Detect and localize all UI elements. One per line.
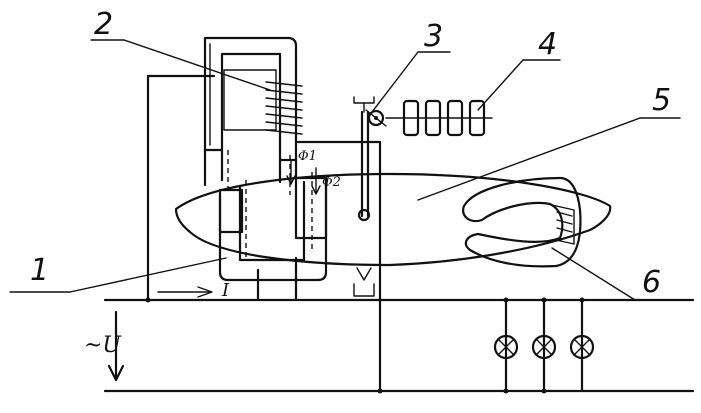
label-3: 3 [424, 19, 443, 54]
worm-gear [365, 109, 387, 127]
label-6: 6 [642, 265, 661, 300]
current-label: I [221, 280, 230, 301]
counting-mechanism [385, 99, 493, 137]
voltage-electromagnet [203, 36, 303, 195]
brake-magnet [462, 176, 582, 268]
leader-lines [9, 39, 681, 301]
lamp-2 [531, 334, 557, 360]
lamp-3 [569, 334, 595, 360]
voltage-label: ~U [84, 333, 122, 358]
current-electromagnet [218, 159, 328, 282]
supply-wiring [103, 74, 695, 393]
label-5: 5 [652, 83, 671, 118]
label-1: 1 [30, 253, 49, 288]
label-4: 4 [538, 27, 557, 62]
flux-2-label: Φ2 [322, 175, 341, 190]
flux-1-label: Φ1 [298, 149, 317, 164]
lamp-1 [493, 334, 519, 360]
label-2: 2 [94, 7, 113, 42]
bus-dots [145, 297, 585, 394]
